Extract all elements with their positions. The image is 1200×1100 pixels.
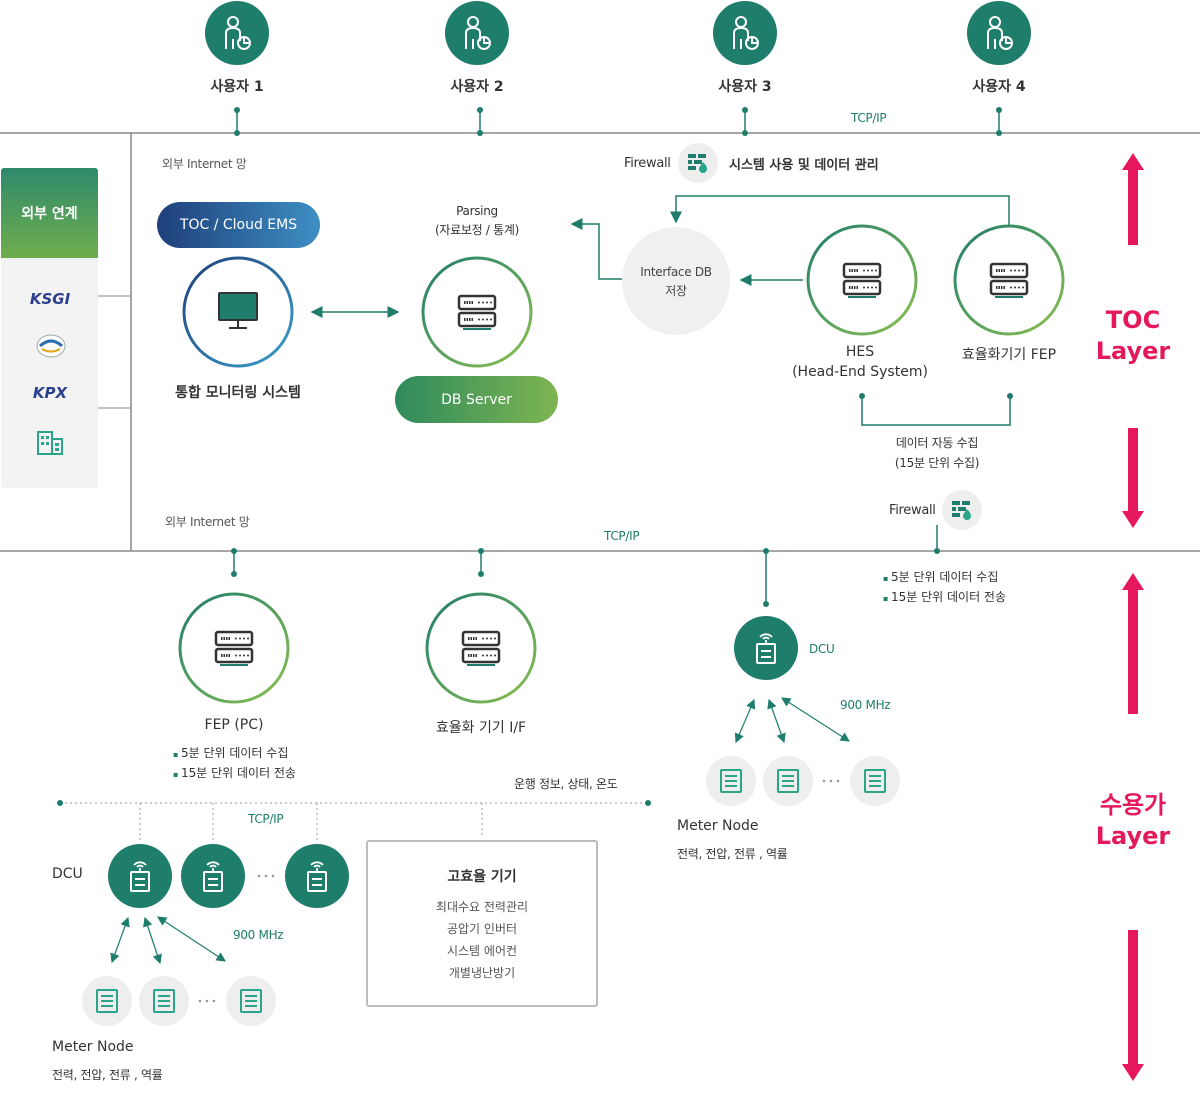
auto-collect-label-1: 데이터 자동 수집 [895, 436, 979, 450]
dcu-right-radio-links [734, 697, 851, 744]
interface-db-node [622, 227, 730, 335]
dcu-left-radio-links [110, 916, 227, 965]
meter-node-left-label: Meter Node [52, 1039, 134, 1055]
toc-layer-label-2: Layer [1095, 337, 1171, 365]
operation-info-label: 운행 정보, 상태, 온도 [514, 777, 618, 791]
meter-nodes-left [82, 976, 276, 1026]
dcu-right-node [734, 616, 798, 680]
high-efficiency-box: 고효율 기기 최대수요 전력관리 공압기 인버터 시스템 에어컨 개별냉난방기 [366, 840, 598, 1007]
firewall-label-mid: Firewall [889, 503, 936, 518]
efficiency-fep-node [953, 224, 1065, 336]
interface-db-label-1: Interface DB [640, 265, 712, 279]
user-1-label: 사용자 1 [210, 79, 264, 95]
interface-db-label-2: 저장 [665, 284, 687, 298]
consumer-layer-label-2: Layer [1095, 822, 1171, 850]
meter-node-right-sub: 전력, 전압, 전류 , 역률 [677, 847, 788, 861]
dcu-right-label: DCU [809, 642, 835, 656]
hes-label-1: HES [845, 344, 875, 360]
meter-nodes-right [706, 756, 900, 806]
internet-label-bottom: 외부 Internet 망 [165, 515, 250, 529]
tcpip-label-top: TCP/IP [851, 111, 887, 125]
high-efficiency-title: 고효율 기기 [447, 869, 517, 885]
user-1-node [205, 1, 269, 136]
parsing-label-2: (자료보정 / 통계) [435, 223, 519, 237]
consumer-layer-label: 수용가 Layer [1096, 790, 1171, 852]
user-3-label: 사용자 3 [718, 79, 772, 95]
dcu-left-nodes [108, 844, 349, 908]
tcpip-label-mid: TCP/IP [604, 529, 640, 543]
right-bullet-2: 15분 단위 데이터 전송 [883, 588, 1006, 608]
left-bullet-1: 5분 단위 데이터 수집 [173, 744, 296, 764]
auto-collect-label-2: (15분 단위 수집) [894, 456, 980, 470]
toc-layer-label: TOC Layer [1096, 305, 1171, 367]
meter-node-left-sub: 전력, 전압, 전류 , 역률 [52, 1068, 163, 1082]
hes-node [806, 224, 918, 336]
parsing-label-1: Parsing [456, 204, 498, 218]
tcpip-label-bottom: TCP/IP [248, 812, 284, 826]
toc-layer-arrows [1122, 153, 1144, 528]
firewall-label-top: Firewall [624, 156, 671, 171]
right-bullet-1: 5분 단위 데이터 수집 [883, 568, 1006, 588]
left-bullets: 5분 단위 데이터 수집 15분 단위 데이터 전송 [173, 744, 296, 784]
db-server-badge: DB Server [395, 376, 558, 423]
high-efficiency-item: 시스템 에어컨 [446, 944, 518, 958]
fep-pc-node [178, 592, 290, 704]
consumer-layer-arrows [1122, 573, 1144, 1081]
internet-label-top: 외부 Internet 망 [162, 157, 247, 171]
user-3-node [713, 1, 777, 136]
high-efficiency-list: 최대수요 전력관리 공압기 인버터 시스템 에어컨 개별냉난방기 [368, 896, 596, 984]
right-bullets: 5분 단위 데이터 수집 15분 단위 데이터 전송 [883, 568, 1006, 608]
toc-layer-label-1: TOC [1105, 306, 1161, 334]
user-2-label: 사용자 2 [450, 79, 504, 95]
user-2-node [445, 1, 509, 136]
monitoring-label: 통합 모니터링 시스템 [175, 385, 301, 401]
auto-collect-bracket [861, 396, 1011, 426]
toc-cloud-ems-badge: TOC / Cloud EMS [157, 202, 320, 248]
monitoring-node [182, 256, 294, 368]
high-efficiency-item: 개별냉난방기 [448, 966, 516, 980]
firewall-mid-icon [942, 490, 982, 530]
ksgi-logo: KSGI [29, 290, 71, 308]
meter-node-right-label: Meter Node [677, 818, 759, 834]
agency-emblem-icon [36, 334, 66, 358]
efficiency-fep-label: 효율화기기 FEP [961, 347, 1057, 363]
mhz-left-label: 900 MHz [233, 928, 284, 942]
high-efficiency-item: 공압기 인버터 [446, 922, 518, 936]
interface-parsing-arrow [570, 218, 622, 280]
system-usage-label: 시스템 사용 및 데이터 관리 [729, 158, 879, 173]
left-bullet-2: 15분 단위 데이터 전송 [173, 764, 296, 784]
dcu-left-label: DCU [52, 866, 83, 882]
fep-pc-label: FEP (PC) [204, 717, 264, 733]
user-4-label: 사용자 4 [972, 79, 1026, 95]
fep-interface-arrow [670, 195, 1010, 226]
db-server-node [421, 256, 533, 368]
user-4-node [967, 1, 1031, 136]
firewall-mid-dot [934, 548, 940, 554]
consumer-layer-label-1: 수용가 [1099, 791, 1167, 819]
hes-label-2: (Head-End System) [792, 364, 928, 380]
high-efficiency-item: 최대수요 전력관리 [435, 900, 529, 914]
kpx-logo: KPX [32, 384, 68, 402]
building-icon [37, 431, 63, 455]
external-panel-title: 외부 연계 [1, 168, 98, 258]
device-if-label: 효율화 기기 I/F [435, 720, 527, 736]
monitor-icon [218, 292, 258, 329]
device-if-node [425, 592, 537, 704]
firewall-top-icon [678, 143, 718, 183]
mhz-right-label: 900 MHz [840, 698, 891, 712]
